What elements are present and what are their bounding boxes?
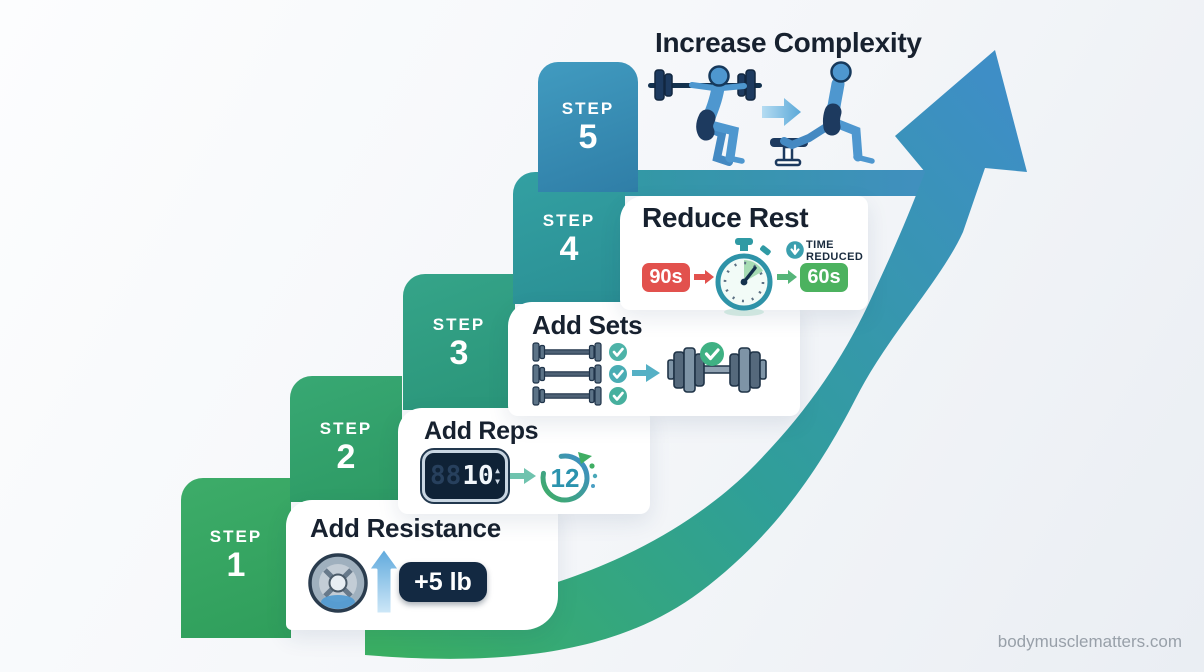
squat-figure-icon — [648, 65, 762, 166]
target-reps-value: 12 — [550, 463, 580, 493]
step-4-block — [513, 172, 625, 304]
step-4-number: 4 — [559, 229, 579, 268]
step-5-number: 5 — [578, 117, 598, 156]
counter-stepper: ▲ ▼ — [495, 465, 500, 486]
watermark: bodymusclematters.com — [997, 632, 1182, 651]
step-1-word: STEP — [209, 527, 263, 546]
step-3-number: 3 — [449, 333, 469, 372]
title-reduce-rest: Reduce Rest — [642, 202, 809, 233]
step-2-label: STEP 2 — [290, 420, 402, 476]
step-5-label: STEP 5 — [538, 100, 638, 156]
step-1-label: STEP 1 — [181, 528, 291, 584]
arrow-right-blue-icon — [762, 98, 801, 126]
step-4-word: STEP — [542, 211, 596, 230]
time-reduced-line2: REDUCED — [806, 251, 864, 264]
rest-from-badge: 90s — [642, 263, 690, 292]
counter-up-icon: ▲ — [495, 465, 500, 475]
step-3-word: STEP — [432, 315, 486, 334]
step-5-block — [538, 62, 638, 192]
counter-down-icon: ▼ — [495, 476, 500, 486]
step-3-label: STEP 3 — [403, 316, 515, 372]
step-1-number: 1 — [226, 545, 246, 584]
counter-ghost-digits: 88 — [430, 461, 462, 491]
time-reduced-note: TIME REDUCED — [806, 239, 863, 263]
time-reduced-line1: TIME — [806, 239, 834, 251]
step-4-label: STEP 4 — [513, 212, 625, 268]
title-add-sets: Add Sets — [532, 310, 643, 340]
lunge-figure-icon — [780, 61, 875, 164]
title-add-reps: Add Reps — [424, 417, 539, 445]
counter-value: 10 — [462, 461, 494, 491]
title-increase-complexity: Increase Complexity — [655, 27, 922, 58]
step-2-block — [290, 376, 402, 502]
step-2-number: 2 — [336, 437, 356, 476]
step-2-word: STEP — [319, 419, 373, 438]
weight-increase-badge: +5 lb — [399, 562, 487, 602]
title-add-resistance: Add Resistance — [310, 513, 501, 543]
bench-icon — [770, 138, 808, 167]
step-5-word: STEP — [561, 99, 615, 118]
step-1-block — [181, 478, 291, 638]
rest-to-badge: 60s — [800, 263, 848, 292]
step-3-block — [403, 274, 515, 410]
